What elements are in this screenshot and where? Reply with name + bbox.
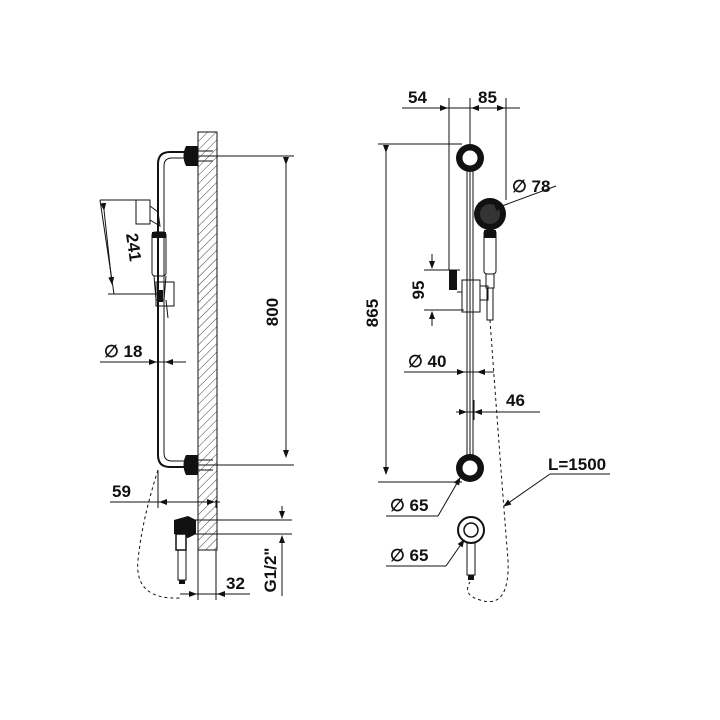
bottom-flange bbox=[456, 454, 484, 482]
top-flange bbox=[456, 144, 484, 172]
dim-total-height-label: 865 bbox=[363, 299, 382, 327]
lower-bracket bbox=[183, 455, 218, 475]
side-view: 241 ∅ 18 800 59 bbox=[99, 131, 294, 600]
dim-height: 800 bbox=[218, 155, 294, 466]
slider-front bbox=[449, 270, 489, 313]
dim-slider-diameter-label: ∅ 40 bbox=[408, 352, 446, 371]
front-view: 54 85 ∅ 78 95 865 ∅ 40 bbox=[363, 88, 610, 602]
dim-head-diameter-label: ∅ 78 bbox=[512, 177, 550, 196]
dim-thread: G1/2" bbox=[198, 506, 292, 596]
dim-flange-diameter-label: ∅ 65 bbox=[390, 496, 428, 515]
shower-head-front bbox=[474, 198, 506, 321]
dim-slider-width-label: 46 bbox=[506, 391, 525, 410]
dim-outlet-diameter-label: ∅ 65 bbox=[390, 546, 428, 565]
dim-head-diameter: ∅ 78 bbox=[494, 177, 557, 212]
dim-total-height: 865 bbox=[363, 143, 462, 483]
hose-front bbox=[467, 319, 509, 602]
wall-section bbox=[197, 131, 218, 551]
dim-wall-offset-label: 59 bbox=[112, 482, 131, 501]
hose-side bbox=[137, 469, 181, 599]
slide-rail-inner bbox=[163, 157, 190, 462]
wall-outlet-front bbox=[457, 516, 485, 580]
dim-height-label: 800 bbox=[263, 298, 282, 326]
dim-left-offset-label: 54 bbox=[408, 88, 427, 107]
dim-flange-diameter: ∅ 65 bbox=[386, 477, 461, 517]
slide-rail bbox=[157, 151, 190, 468]
dim-rail-diameter: ∅ 18 bbox=[100, 342, 186, 365]
dim-right-offset-label: 85 bbox=[478, 88, 497, 107]
wall-outlet-side bbox=[174, 516, 199, 584]
dim-hose-reach: 241 bbox=[99, 199, 160, 295]
dim-outlet-diameter: ∅ 65 bbox=[386, 539, 465, 567]
dim-wall-offset: 59 bbox=[110, 470, 220, 508]
dim-slider-diameter: ∅ 40 bbox=[404, 352, 494, 375]
dim-hose-reach-label: 241 bbox=[122, 232, 145, 263]
dim-outlet-depth: 32 bbox=[180, 550, 250, 600]
dim-hose-length: L=1500 bbox=[503, 455, 610, 507]
dim-hose-length-label: L=1500 bbox=[548, 455, 606, 474]
upper-bracket bbox=[183, 146, 218, 166]
dim-thread-label: G1/2" bbox=[261, 548, 280, 593]
dim-outlet-depth-label: 32 bbox=[226, 574, 245, 593]
dim-top-offsets: 54 85 bbox=[402, 88, 520, 270]
dim-slider-height: 95 bbox=[409, 254, 464, 326]
hand-shower bbox=[135, 199, 175, 319]
dim-slider-height-label: 95 bbox=[409, 281, 428, 300]
dim-slider-width: 46 bbox=[456, 391, 540, 420]
dim-rail-diameter-label: ∅ 18 bbox=[104, 342, 142, 361]
